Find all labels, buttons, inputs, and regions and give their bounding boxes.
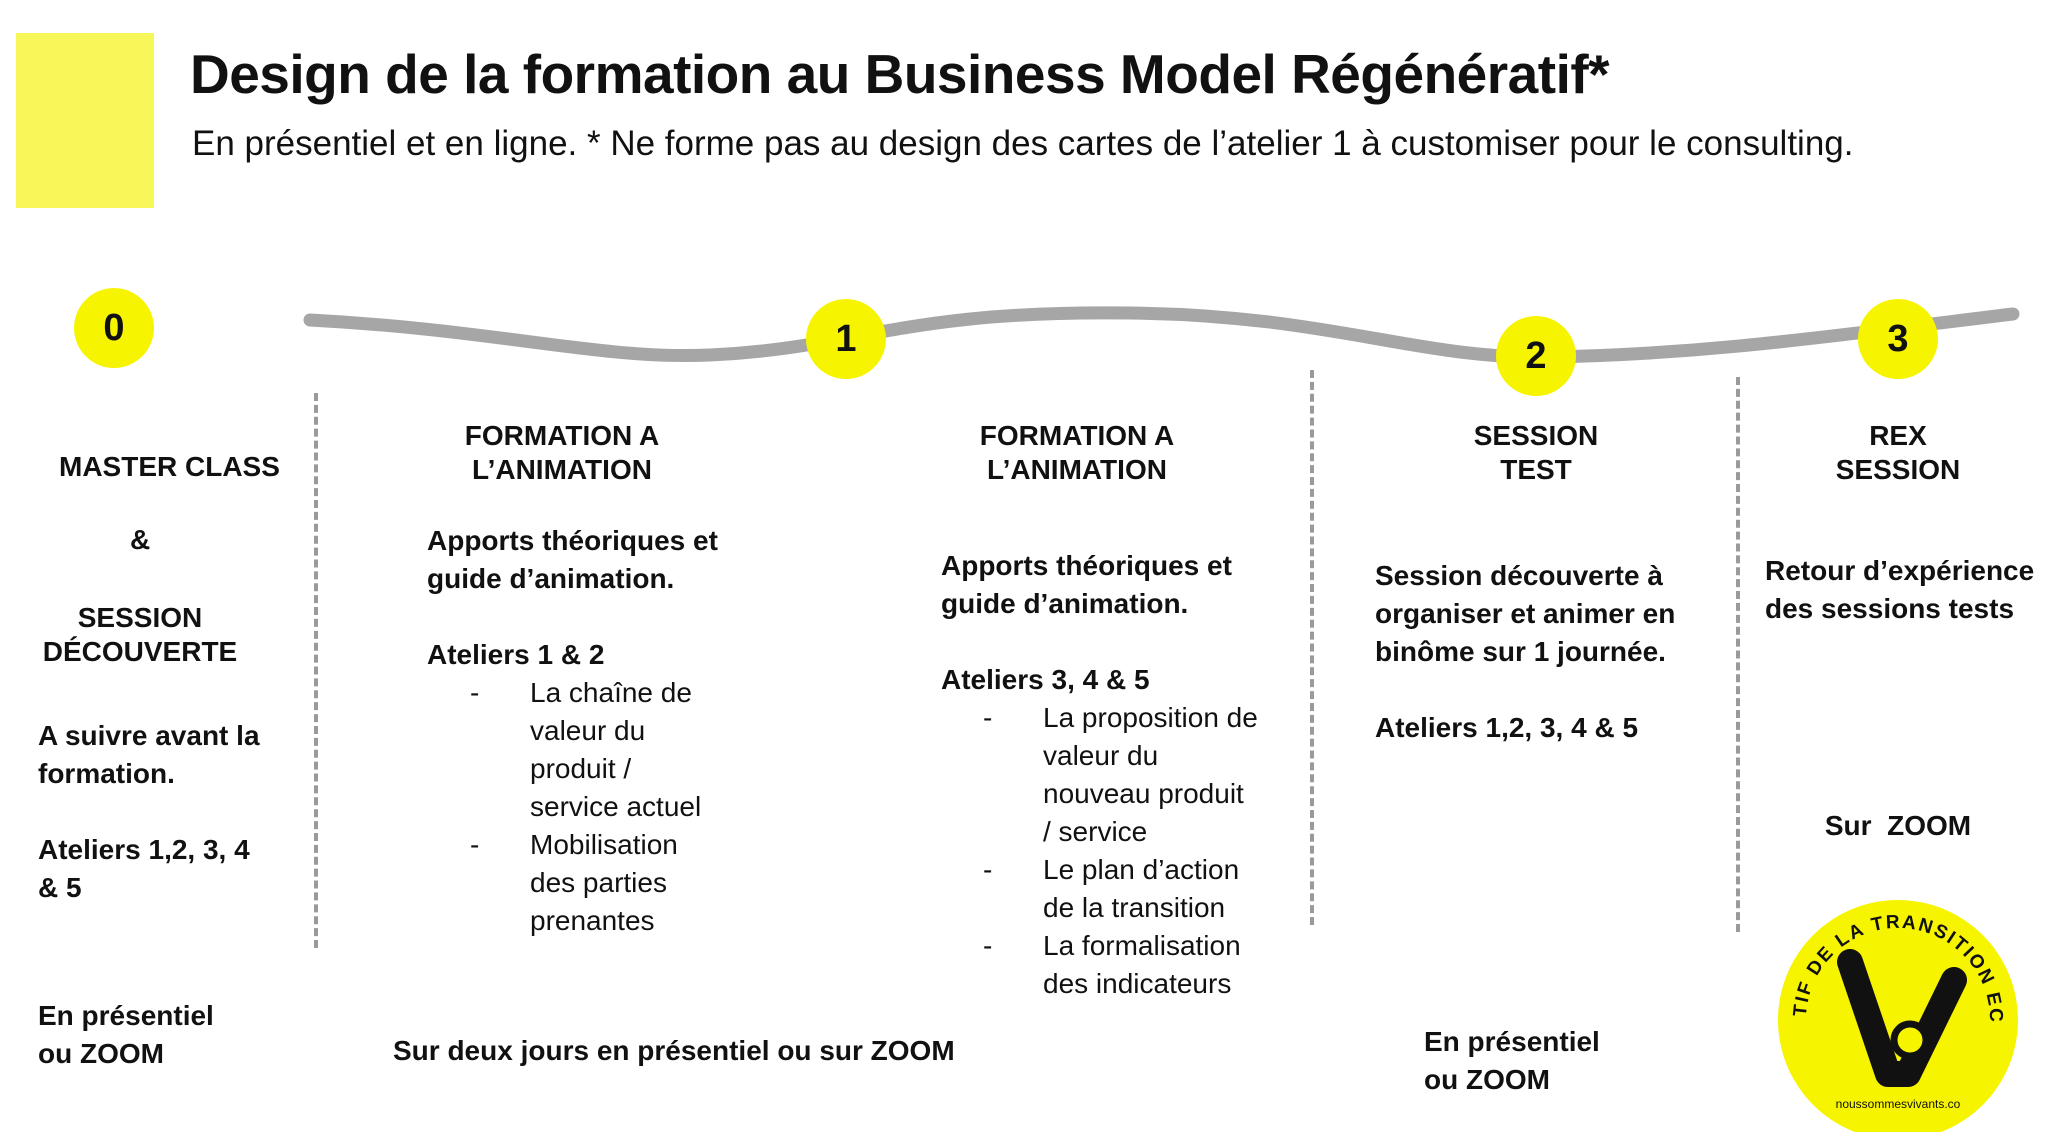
step-1a-ateliers: Ateliers 1 & 2 bbox=[427, 639, 605, 670]
step-1a-title-line2: L’ANIMATION bbox=[472, 454, 652, 485]
step-3-title-line2: SESSION bbox=[1835, 454, 1961, 485]
step-1a-title-line1: FORMATION A bbox=[464, 420, 660, 451]
divider-0-1 bbox=[314, 393, 318, 948]
divider-2-3 bbox=[1736, 377, 1740, 932]
step-1a-desc-line1: Apports théoriques et bbox=[427, 525, 718, 556]
step-0-desc-line1: A suivre avant la bbox=[38, 720, 260, 751]
list-item: Le plan d’action de la transition bbox=[983, 851, 1258, 927]
step-2-mode-line2: ou ZOOM bbox=[1424, 1064, 1550, 1095]
divider-1-2 bbox=[1310, 370, 1314, 925]
step-0-title-line2: SESSION bbox=[77, 602, 203, 633]
step-2-desc-line3: binôme sur 1 journée. bbox=[1375, 636, 1666, 667]
step-3-mode: Sur ZOOM bbox=[1824, 810, 1972, 841]
step-1b-ateliers: Ateliers 3, 4 & 5 bbox=[941, 664, 1150, 695]
step-2-desc-line1: Session découverte à bbox=[1375, 560, 1663, 591]
step-1b-title-line1: FORMATION A bbox=[979, 420, 1175, 451]
step-0-mode-line2: ou ZOOM bbox=[38, 1038, 164, 1069]
step-0-ampersand: & bbox=[130, 524, 151, 555]
step-2-title-line1: SESSION bbox=[1473, 420, 1599, 451]
step-0-desc-line2: formation. bbox=[38, 758, 175, 789]
list-item: La chaîne de valeur du produit / service… bbox=[470, 674, 701, 826]
page-title: Design de la formation au Business Model… bbox=[190, 43, 1610, 105]
list-item: La proposition de valeur du nouveau prod… bbox=[983, 699, 1258, 851]
step-3-desc-line1: Retour d’expérience bbox=[1765, 555, 2035, 586]
list-item: Mobilisation des parties prenantes bbox=[470, 826, 701, 940]
step-badge-2: 2 bbox=[1496, 316, 1576, 396]
step-badge-0: 0 bbox=[74, 288, 154, 368]
v-mark-icon bbox=[1837, 949, 1967, 1087]
step-0-ateliers-line2: & 5 bbox=[38, 872, 82, 903]
step-0-ateliers-line1: Ateliers 1,2, 3, 4 bbox=[38, 834, 250, 865]
collectif-logo: LE COLLECTIF DE LA TRANSITION ECOLOGIQUE… bbox=[1770, 892, 2018, 1132]
step-2-title-line2: TEST bbox=[1500, 454, 1572, 485]
svg-text:noussommesvivants.co: noussommesvivants.co bbox=[1836, 1097, 1961, 1111]
step-1-mode: Sur deux jours en présentiel ou sur ZOOM bbox=[393, 1035, 955, 1066]
step-2-desc-line2: organiser et animer en bbox=[1375, 598, 1676, 629]
step-0-title-line3: DÉCOUVERTE bbox=[42, 636, 238, 667]
step-1b-desc-line1: Apports théoriques et bbox=[941, 550, 1232, 581]
step-3-desc-line2: des sessions tests bbox=[1765, 593, 2015, 624]
step-2-ateliers: Ateliers 1,2, 3, 4 & 5 bbox=[1375, 712, 1639, 743]
step-0-title-line1: MASTER CLASS bbox=[59, 451, 280, 482]
step-1b-desc-line2: guide d’animation. bbox=[941, 588, 1189, 619]
step-1b-title-line2: L’ANIMATION bbox=[987, 454, 1167, 485]
page-subtitle: En présentiel et en ligne. * Ne forme pa… bbox=[192, 124, 1854, 163]
step-2-mode-line1: En présentiel bbox=[1424, 1026, 1600, 1057]
step-1b-topic-list: La proposition de valeur du nouveau prod… bbox=[983, 699, 1258, 1003]
timeline-wave bbox=[303, 306, 2020, 364]
step-0-mode-line1: En présentiel bbox=[38, 1000, 214, 1031]
step-badge-1: 1 bbox=[806, 299, 886, 379]
list-item: La formalisation des indicateurs bbox=[983, 927, 1258, 1003]
step-3-title-line1: REX bbox=[1869, 420, 1927, 451]
step-1a-desc-line2: guide d’animation. bbox=[427, 563, 675, 594]
step-badge-3: 3 bbox=[1858, 299, 1938, 379]
yellow-accent-block bbox=[16, 33, 154, 208]
step-1a-topic-list: La chaîne de valeur du produit / service… bbox=[470, 674, 701, 940]
